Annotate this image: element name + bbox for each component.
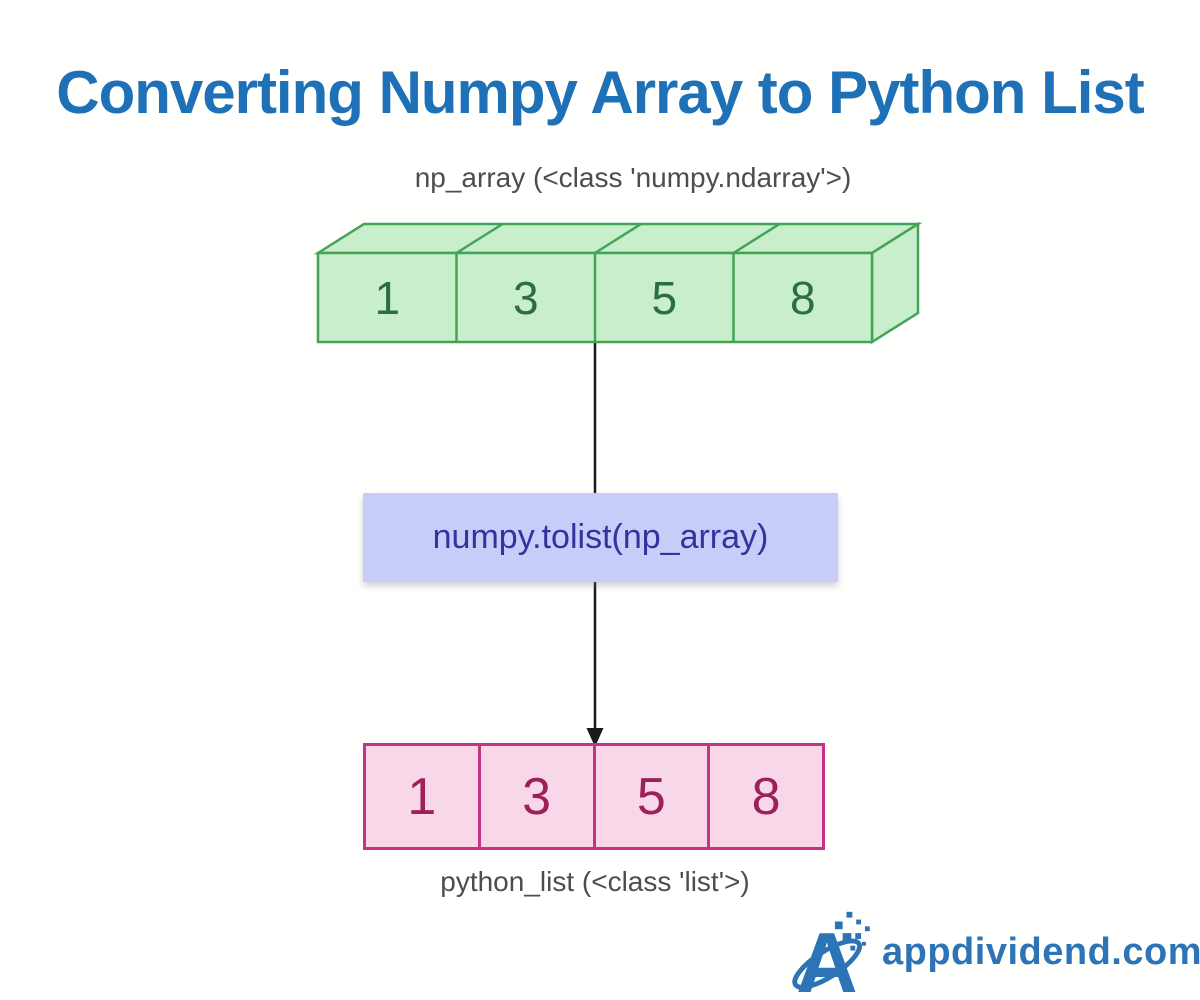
converter-box: numpy.tolist(np_array) [363,493,838,582]
pixel-dots-icon [834,911,870,951]
np-array-cell: 1 [374,271,401,324]
np-array-label: np_array (<class 'numpy.ndarray'>) [414,162,852,193]
np-array-cell: 3 [512,271,539,324]
np-array-cell: 5 [651,271,678,324]
np-array-3d-box [313,221,923,345]
page-title: Converting Numpy Array to Python List [56,59,1145,126]
python-list-cell: 8 [707,743,825,850]
np-array-cells: 1 3 5 8 [318,253,872,342]
python-list-label: python_list (<class 'list'>) [440,866,750,897]
np-array-cell: 8 [789,271,816,324]
appdividend-logo-icon: A [792,911,870,998]
svg-text:A: A [796,916,858,998]
brand-logo: A appdividend.com [788,906,1200,998]
python-list-cell: 5 [592,743,711,850]
arrowhead-icon [586,728,604,747]
brand-site-label: appdividend.com [882,930,1200,973]
python-list-cell: 1 [363,743,481,850]
converter-code-label: numpy.tolist(np_array) [432,518,769,556]
python-list-cell: 3 [477,743,596,850]
python-list-cells: 1 3 5 8 [363,743,825,850]
